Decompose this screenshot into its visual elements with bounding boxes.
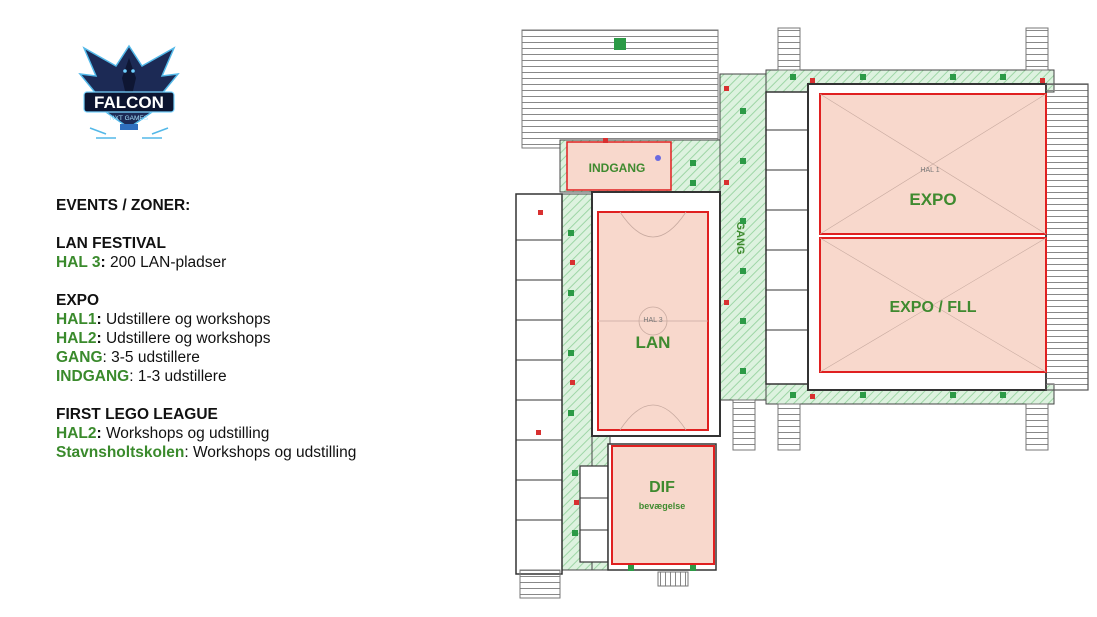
zone-description: Workshops og udstilling: [101, 425, 270, 442]
hal3-small-label: HAL 3: [643, 317, 662, 324]
dif-zone: [611, 445, 715, 565]
legend-section-expo: EXPO HAL1: Udstillere og workshops HAL2:…: [56, 291, 476, 386]
zone-name: INDGANG: [56, 368, 130, 385]
east-grandstand: [1045, 83, 1089, 391]
zone-name: Stavnsholtskolen: [56, 444, 185, 461]
zone-description: Udstillere og workshops: [101, 311, 271, 328]
legend-row: HAL2: Workshops og udstilling: [56, 424, 476, 443]
events-legend: EVENTS / ZONER: LAN FESTIVAL HAL 3: 200 …: [56, 196, 476, 462]
indgang-zone: [566, 141, 672, 191]
legend-section-lan-festival: LAN FESTIVAL HAL 3: 200 LAN-pladser: [56, 234, 476, 272]
indgang-label: INDGANG: [589, 161, 646, 175]
zone-separator: :: [184, 444, 189, 461]
legend-section-first-lego-league: FIRST LEGO LEAGUE HAL2: Workshops og uds…: [56, 405, 476, 462]
zone-name: HAL2: [56, 425, 97, 442]
dif-sub-label: bevægelse: [639, 501, 686, 511]
west-rooms: [515, 193, 563, 575]
falcon-logo: FALCON NXT GAMES: [76, 38, 182, 146]
south-stairs-2: [657, 571, 689, 587]
zone-name: HAL2: [56, 330, 97, 347]
zone-name: GANG: [56, 349, 103, 366]
zone-separator: :: [129, 368, 134, 385]
legend-row: HAL2: Udstillere og workshops: [56, 329, 476, 348]
zone-description: Workshops og udstilling: [188, 444, 357, 461]
exit-sign-icon: [614, 38, 626, 50]
zone-separator: :: [102, 349, 107, 366]
zone-description: 3-5 udstillere: [106, 349, 200, 366]
zone-separator: :: [96, 330, 102, 347]
zone-description: Udstillere og workshops: [101, 330, 271, 347]
zone-description: 200 LAN-pladser: [105, 254, 227, 271]
floor-plan: INDGANG HAL 3 LAN DIF bevægelse GANG HAL…: [515, 27, 1089, 599]
expo-label: EXPO: [909, 190, 956, 209]
legend-row: HAL 3: 200 LAN-pladser: [56, 253, 476, 272]
section-title: EXPO: [56, 292, 100, 309]
lan-label: LAN: [636, 333, 671, 352]
zone-separator: :: [96, 425, 102, 442]
section-title: FIRST LEGO LEAGUE: [56, 406, 218, 423]
legend-row: Stavnsholtskolen: Workshops og udstillin…: [56, 443, 476, 462]
fire-equipment-icon: [536, 78, 1045, 505]
zone-separator: :: [100, 254, 106, 271]
exit-signs-icon: [568, 74, 1006, 571]
legend-row: GANG: 3-5 udstillere: [56, 348, 476, 367]
legend-row: HAL1: Udstillere og workshops: [56, 310, 476, 329]
middle-service-rooms: [765, 91, 809, 385]
legend-row: INDGANG: 1-3 udstillere: [56, 367, 476, 386]
legend-heading: EVENTS / ZONER:: [56, 197, 191, 214]
south-stairs: [519, 569, 561, 599]
logo-subtitle: NXT GAMES: [110, 115, 149, 122]
logo-title: FALCON: [94, 93, 164, 112]
dif-label: DIF: [649, 479, 675, 496]
dif-side-rooms: [579, 465, 609, 563]
hal1-small-label: HAL 1: [920, 167, 939, 174]
info-marker-icon: [655, 155, 661, 161]
zone-description: 1-3 udstillere: [133, 368, 227, 385]
zone-name: HAL1: [56, 311, 97, 328]
zone-name: HAL 3: [56, 254, 101, 271]
gang-label: GANG: [734, 222, 746, 255]
expo-fll-label: EXPO / FLL: [889, 299, 976, 316]
zone-separator: :: [96, 311, 102, 328]
section-title: LAN FESTIVAL: [56, 235, 166, 252]
